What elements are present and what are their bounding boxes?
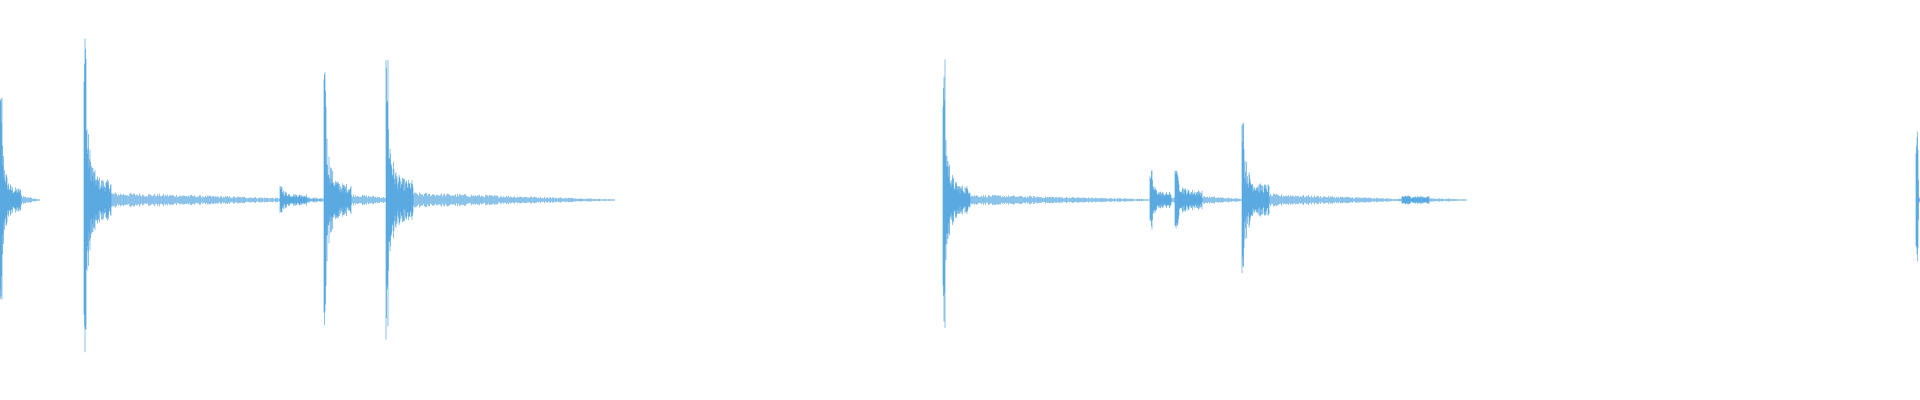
waveform-event-6-path <box>942 59 1162 328</box>
waveform-event-9-path <box>1241 123 1413 273</box>
waveform-event-1-path <box>0 97 40 300</box>
waveform-event-5-path <box>385 60 615 340</box>
waveform-event-10-path <box>1401 195 1467 205</box>
waveform-event-11-path <box>1915 131 1920 262</box>
waveform-event-8 <box>1174 170 1250 229</box>
waveform-event-1 <box>0 97 40 300</box>
waveform-event-6 <box>942 59 1162 328</box>
waveform-event-5 <box>385 60 615 340</box>
waveform-event-9 <box>1241 123 1413 273</box>
waveform-event-10 <box>1401 195 1467 205</box>
waveform-event-8-path <box>1174 170 1250 229</box>
waveform-event-11 <box>1915 131 1920 262</box>
